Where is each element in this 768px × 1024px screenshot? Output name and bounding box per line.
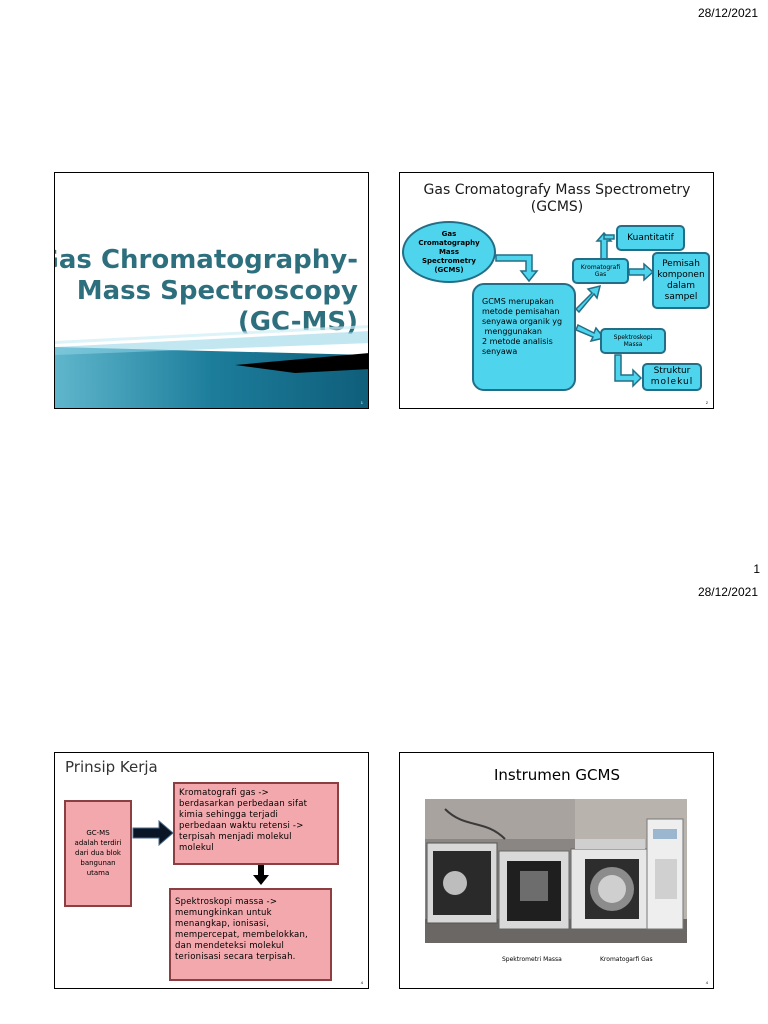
left-box-line: utama [86,869,110,877]
slide1-title: Gas Chromatography- Mass Spectroscopy (G… [54,245,358,338]
gcms-ellipse: Gas Cromatography Mass Spectrometry (GCM… [402,221,496,283]
bottom-box-line: menangkap, ionisasi, [175,919,270,929]
definition-line: metode pemisahan [482,307,560,316]
definition-line: 2 metode analisis [482,337,553,346]
top-box-line: molekul [179,843,214,853]
spektroskopi-line: Spektroskopi [613,334,653,341]
slide1-wave-decoration [55,325,368,408]
spektroskopi-massa-description: Spektroskopi massa -> memungkinkan untuk… [169,888,332,981]
spektroskopi-massa-box: Spektroskopi Massa [600,328,666,354]
pemisah-komponen-box: Pemisah komponen dalam sampel [652,252,710,309]
slide2-arrows [495,231,655,388]
definition-line: menggunakan [482,327,542,336]
ellipse-line: Cromatography [418,238,480,247]
top-box-line: berdasarkan perbedaan sifat [179,799,308,809]
ellipse-line: Gas [441,229,457,238]
definition-line: GCMS merupakan [482,297,554,306]
gcms-blocks-box: GC-MS adalah terdiri dari dua blok bangu… [64,800,132,907]
bottom-box-line: dan mendeteksi molekul [175,941,285,951]
slide3-number: 4 [360,980,363,985]
top-box-line: Kromatografi gas -> [179,788,269,798]
page1-date: 28/12/2021 [697,6,758,20]
struktur-line: Struktur [653,366,691,376]
slide4-title: Instrumen GCMS [494,766,620,784]
bottom-box-line: Spektroskopi massa -> [175,897,278,907]
bottom-box-line: terionisasi secara terpisah. [175,952,296,962]
left-box-line: adalah terdiri [74,839,122,847]
ellipse-line: (GCMS) [434,265,464,274]
caption-spektrometri-massa: Spektrometri Massa [502,956,562,963]
slide1-title-line: Gas Chromatography- [54,245,358,275]
kromatografi-gas-box: Kromatografi Gas [572,258,629,284]
ellipse-line: Spectrometry [422,256,476,265]
caption-kromatografi-gas: Kromatogarfi Gas [600,956,653,963]
kromatografi-gas-description: Kromatografi gas -> berdasarkan perbedaa… [173,782,339,865]
gcms-definition-box: GCMS merupakan metode pemisahan senyawa … [472,283,576,391]
definition-line: senyawa organik yg [482,317,563,326]
pemisah-line: Pemisah [662,258,700,269]
top-box-line: kimia sehingga terjadi [179,810,279,820]
ellipse-line: Mass [438,247,459,256]
page1-number: 1 [753,562,760,576]
gcms-instrument-photo [425,799,687,943]
definition-line: senyawa [482,347,518,356]
kuantitatif-box: Kuantitatif [616,225,685,251]
slide2-title-line1: Gas Cromatografy Mass Spectrometry [423,182,691,198]
slide-prinsip-kerja: Prinsip Kerja GC-MS adalah terdiri dari … [54,752,369,989]
slide2-title-line2: (GCMS) [530,199,584,215]
spektroskopi-line: Massa [623,341,643,348]
top-box-line: terpisah menjadi molekul [179,832,292,842]
slide2-title: Gas Cromatografy Mass Spectrometry (GCMS… [400,182,713,216]
slide-title: Gas Chromatography- Mass Spectroscopy (G… [54,172,369,409]
pemisah-line: komponen [657,269,705,280]
struktur-line: molekul [650,377,694,387]
top-box-line: perbedaan waktu retensi -> [179,821,304,831]
slide3-title: Prinsip Kerja [65,758,158,776]
slide1-number: 1 [360,400,363,405]
left-box-line: dari dua blok [75,849,121,857]
slide3-arrows [132,819,269,885]
slide1-title-line: Mass Spectroscopy [76,276,358,306]
kromatografi-line: Kromatografi [580,264,621,271]
pemisah-line: dalam [666,280,695,291]
kromatografi-line: Gas [594,271,607,278]
page2-date: 28/12/2021 [697,585,758,599]
slide-gcms-diagram: Gas Cromatografy Mass Spectrometry (GCMS… [399,172,714,409]
slide4-number: 4 [705,980,708,985]
pemisah-line: sampel [664,291,698,302]
slide2-number: 2 [705,400,708,405]
bottom-box-line: memungkinkan untuk [175,908,272,918]
left-box-line: bangunan [80,859,116,867]
bottom-box-line: mempercepat, membelokkan, [175,930,308,940]
struktur-molekul-box: Struktur molekul [642,363,702,391]
kuantitatif-label: Kuantitatif [627,232,674,243]
left-box-line: GC-MS [86,829,110,837]
slide-instrumen: Instrumen GCMS Spektrometri Massa Kromat… [399,752,714,989]
